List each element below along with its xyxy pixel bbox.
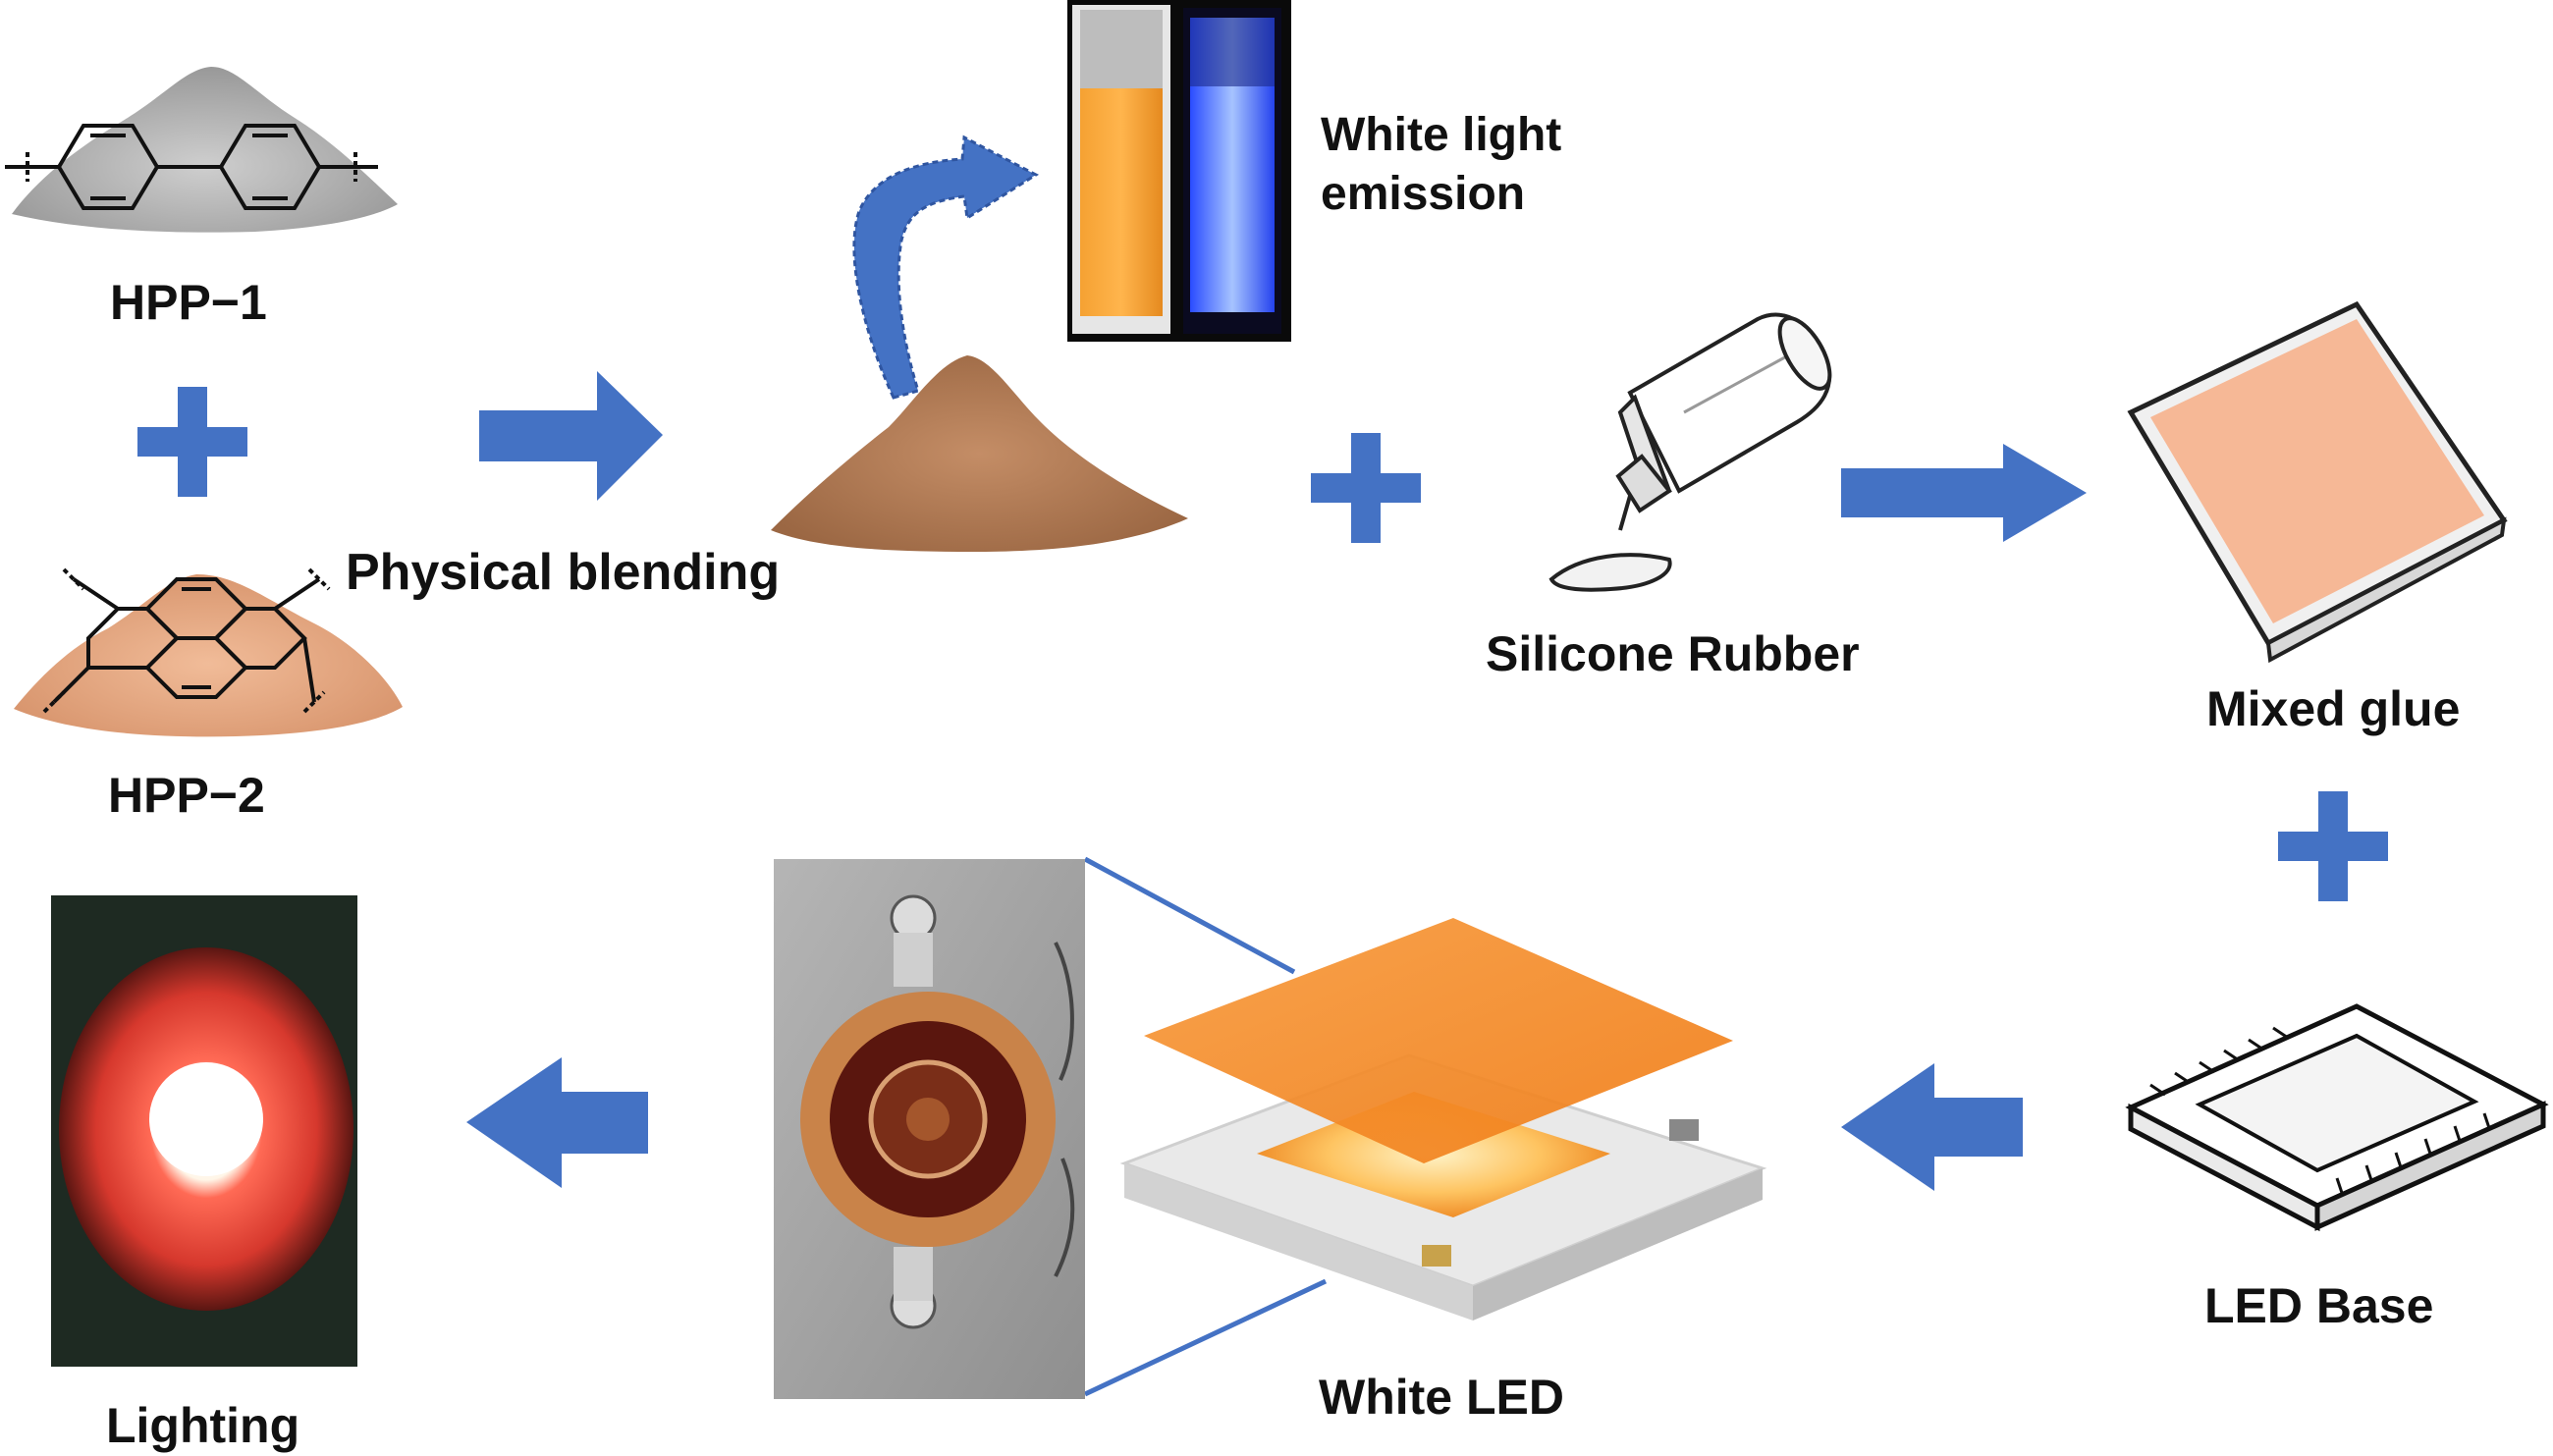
plus-icon — [2278, 791, 2388, 901]
hpp2-label: HPP−2 — [108, 768, 265, 823]
hpp1-label: HPP−1 — [110, 275, 267, 330]
white-light-emission-label: White light emission — [1321, 109, 1562, 220]
mixed-glue-dish-illustration — [2127, 300, 2508, 664]
curved-arrow-icon — [852, 135, 1040, 400]
lighting-photo — [51, 895, 357, 1367]
zoom-connector-lines — [1083, 856, 1328, 1397]
arrow-right-icon — [479, 371, 663, 501]
silicone-bottle-illustration — [1548, 312, 1832, 592]
physical-blending-label: Physical blending — [346, 544, 781, 601]
silicone-rubber-label: Silicone Rubber — [1486, 626, 1860, 681]
plus-icon — [1311, 433, 1421, 543]
white-led-illustration — [928, 918, 1767, 1321]
arrow-left-icon — [1841, 1063, 2023, 1191]
led-photo — [774, 859, 1085, 1399]
mixed-glue-label: Mixed glue — [2206, 681, 2461, 736]
hpp1-powder-illustration — [5, 67, 398, 233]
arrow-left-icon — [466, 1057, 648, 1188]
lighting-label: Lighting — [106, 1398, 300, 1453]
arrow-right-icon — [1841, 444, 2087, 542]
blended-powder-illustration — [771, 355, 1188, 552]
led-base-illustration — [2125, 1003, 2549, 1232]
hpp2-powder-illustration — [14, 567, 403, 737]
plus-icon — [137, 387, 247, 497]
white-led-label: White LED — [1319, 1370, 1564, 1425]
led-base-label: LED Base — [2204, 1278, 2434, 1333]
cuvette-photo — [1067, 0, 1291, 342]
